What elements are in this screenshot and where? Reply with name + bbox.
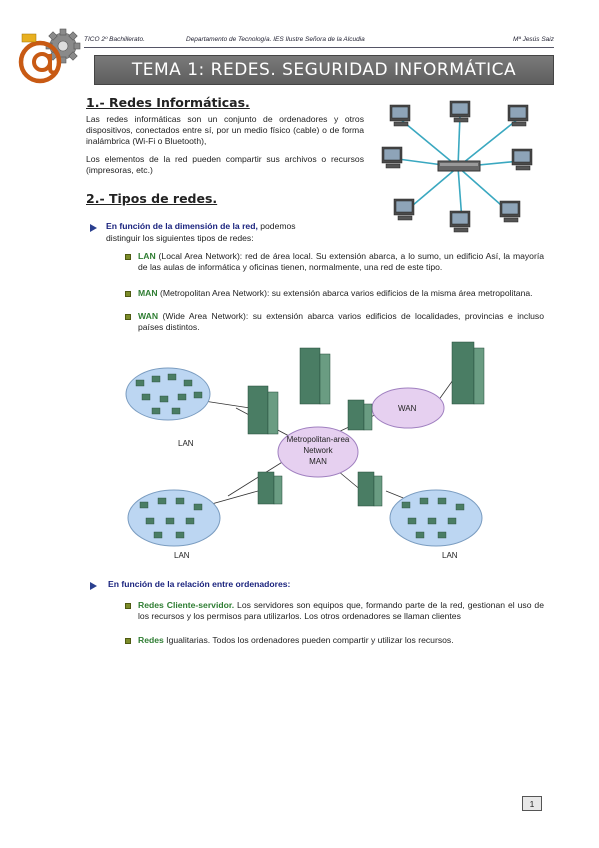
bullet-dimension: En función de la dimensión de la red, po… (106, 221, 406, 232)
bullet-arrow-icon (90, 582, 97, 590)
man-label-line1: Metropolitan-area (287, 435, 350, 444)
page-title: TEMA 1: REDES. SEGURIDAD INFORMÁTICA (94, 55, 554, 85)
square-bullet-icon (125, 314, 131, 320)
header-divider (84, 47, 554, 48)
term-wan: WAN (138, 311, 159, 321)
lan-label-top: LAN (178, 439, 194, 448)
section1-paragraph2: Los elementos de la red pueden compartir… (86, 154, 364, 175)
term-client-server: Redes Cliente-servidor. (138, 600, 235, 610)
list-item-lan: LAN (Local Area Network): red de área lo… (138, 251, 544, 273)
lan-label-bottom-left: LAN (174, 551, 190, 560)
square-bullet-icon (125, 291, 131, 297)
square-bullet-icon (125, 603, 131, 609)
header-course: TICO 2º Bachillerato. (84, 36, 145, 43)
wan-label: WAN (398, 404, 417, 413)
list-item-peer: Redes Igualitarias. Todos los ordenadore… (138, 635, 544, 646)
bullet-arrow-icon (90, 224, 97, 232)
page-header: TICO 2º Bachillerato. Departamento de Te… (84, 36, 554, 48)
header-department: Departamento de Tecnología. IES Ilustre … (186, 36, 365, 43)
bullet-dimension-rest: podemos (257, 221, 296, 231)
man-label-line2: Network (303, 446, 333, 455)
bullet-dimension-line2: distinguir los siguientes tipos de redes… (106, 233, 254, 243)
list-item-man: MAN (Metropolitan Area Network): su exte… (138, 288, 544, 299)
lan-label-bottom-right: LAN (442, 551, 458, 560)
term-peer: Redes (138, 635, 164, 645)
man-label-line3: MAN (309, 457, 327, 466)
text-peer: Igualitarias. Todos los ordenadores pued… (163, 635, 454, 645)
section2-heading: 2.- Tipos de redes. (86, 191, 218, 206)
section1-heading: 1.- Redes Informáticas. (86, 95, 250, 110)
hub-icon (437, 160, 481, 172)
text-client-server: Los servidores son equipos que, formando… (138, 600, 544, 621)
term-man: MAN (138, 288, 158, 298)
star-network-illustration (381, 100, 533, 233)
section1-paragraph1: Las redes informáticas son un conjunto d… (86, 114, 364, 146)
list-item-client-server: Redes Cliente-servidor. Los servidores s… (138, 600, 544, 622)
bullet-relation: En función de la relación entre ordenado… (108, 579, 291, 589)
page-number: 1 (522, 796, 542, 811)
term-lan: LAN (138, 251, 156, 261)
header-author: Mª Jesús Saiz (512, 36, 554, 43)
list-item-wan: WAN (Wide Area Network): su extensión ab… (138, 311, 544, 333)
square-bullet-icon (125, 254, 131, 260)
square-bullet-icon (125, 638, 131, 644)
text-man: (Metropolitan Area Network): su extensió… (157, 288, 533, 298)
text-wan: (Wide Area Network): su extensión abarca… (138, 311, 544, 332)
text-lan: (Local Area Network): red de área local.… (138, 251, 544, 272)
at-gear-logo (18, 28, 81, 84)
lan-computers (135, 373, 465, 539)
bullet-dimension-bold: En función de la dimensión de la red, (106, 221, 258, 231)
network-types-diagram: LAN LAN LAN WAN Metropolitan-area Networ… (125, 341, 485, 560)
